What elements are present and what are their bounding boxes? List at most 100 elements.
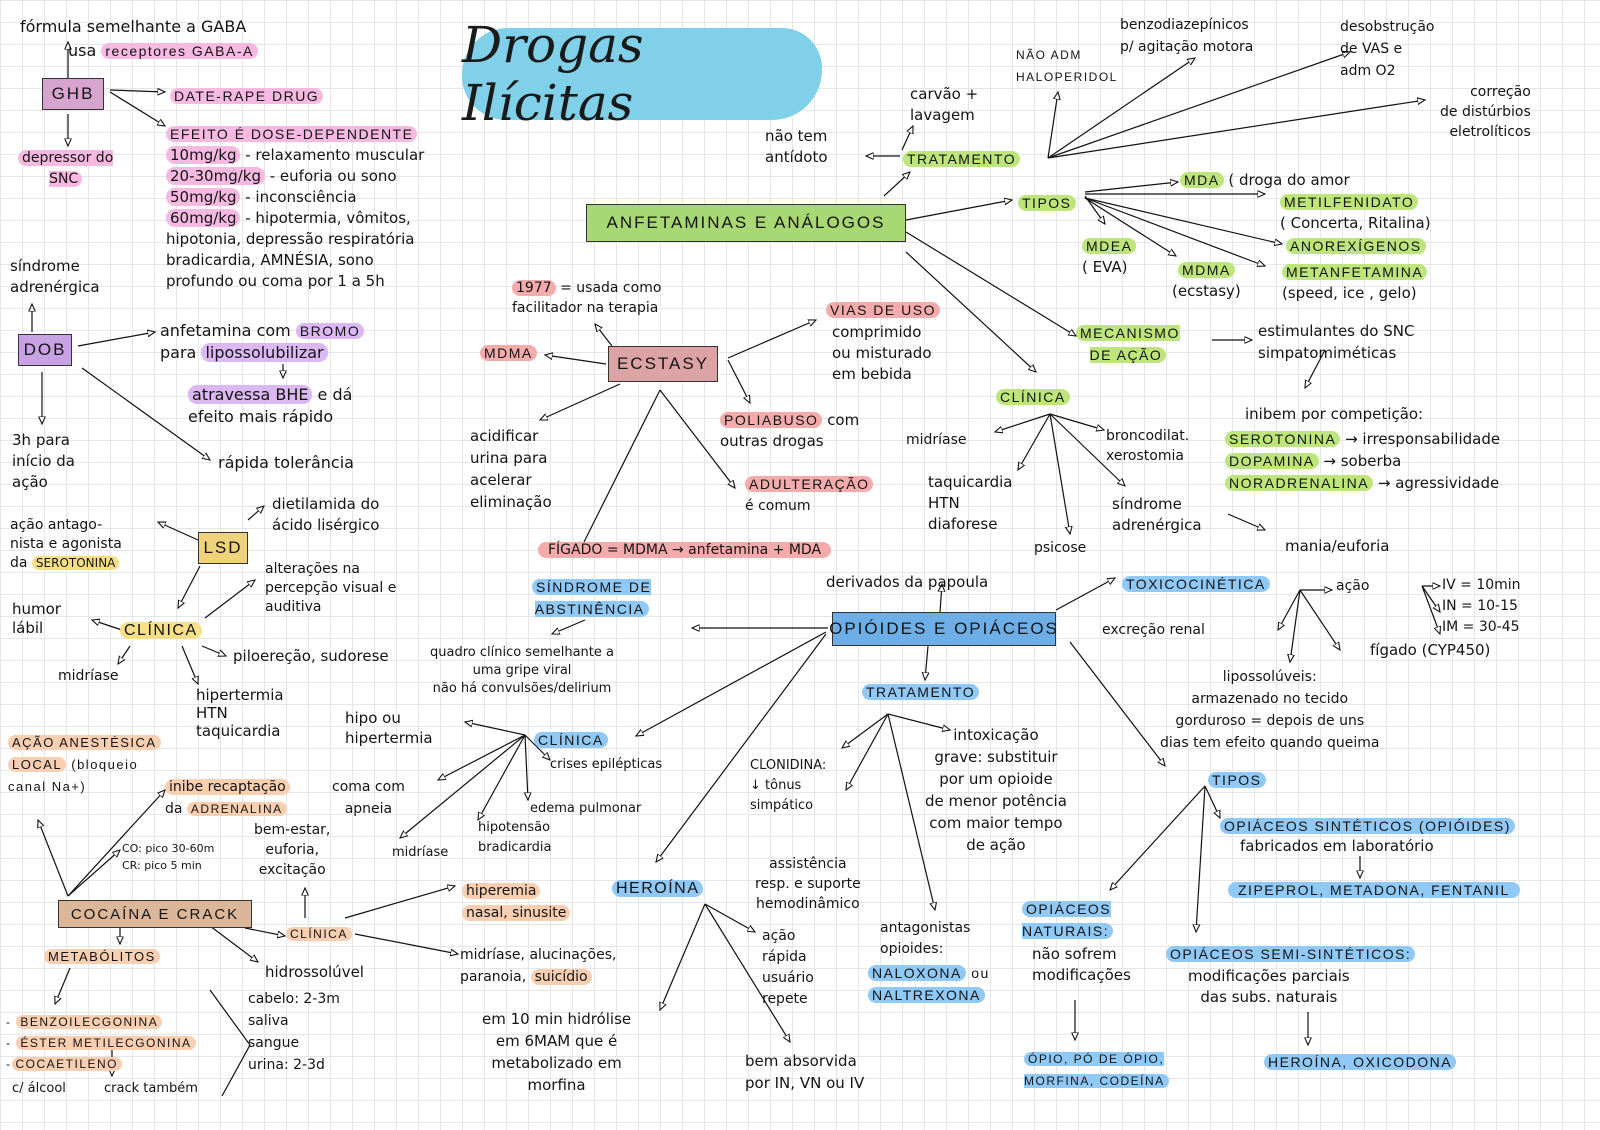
mdea: MDEA xyxy=(1082,238,1137,254)
dose-row: 10mg/kg - relaxamento muscular xyxy=(166,145,424,166)
anf-antidoto: não tem antídoto xyxy=(765,127,828,166)
ghb-date-rape: DATE-RAPE DRUG xyxy=(170,86,324,107)
op-tipos: TIPOS xyxy=(1208,770,1266,791)
op-semi: OPIÁCEOS SEMI-SINTÉTICOS: xyxy=(1166,944,1416,965)
anf-haloperidol: NÃO ADM HALOPERIDOL xyxy=(1016,48,1118,84)
da: da xyxy=(165,801,187,817)
metabolito-item: - ÉSTER METILECGONINA xyxy=(6,1033,196,1054)
op-sinteticos: OPIÁCEOS SINTÉTICOS (OPIÓIDES) xyxy=(1220,816,1515,837)
naltrexona: NALTREXONA xyxy=(868,987,985,1003)
ecstasy-box: ECSTASY xyxy=(608,346,718,382)
mdma: MDMA xyxy=(480,345,537,361)
abstinencia: SÍNDROME DE ABSTINÊNCIA xyxy=(532,579,652,617)
naturais-ex: ÓPIO, PÓ DE ÓPIO, MORFINA, CODEÍNA xyxy=(1024,1052,1169,1088)
anf-metilfenidato: METILFENIDATO( Concerta, Ritalina) xyxy=(1280,192,1431,234)
suicidio: suicídio xyxy=(530,969,592,985)
op-hipotensao: hipotensão bradicardia xyxy=(478,820,552,855)
inibe: inibe recaptação xyxy=(165,779,290,795)
serotonina: SEROTONINA xyxy=(31,556,120,570)
op-derivados: derivados da papoula xyxy=(826,573,989,591)
ou: ou xyxy=(965,965,990,981)
neuro-row: DOPAMINA → soberba xyxy=(1225,450,1500,472)
ghb-depressor: depressor do SNC xyxy=(18,148,114,190)
op-sinteticos-ex: ZIPEPROL, METADONA, FENTANIL xyxy=(1228,880,1520,901)
op-toxico: TOXICOCINÉTICA xyxy=(1122,574,1270,595)
tratamento: TRATAMENTO xyxy=(903,151,1021,167)
heroina: HEROÍNA xyxy=(612,880,704,897)
metabolito-item: - BENZOILECGONINA xyxy=(6,1012,196,1033)
metabolito: BENZOILECGONINA xyxy=(16,1015,163,1029)
ghb-receptors: usa receptores GABA-A xyxy=(68,40,258,62)
coc-bem-estar: bem-estar, euforia, excitação xyxy=(254,822,331,878)
lsd-acao: ação antago- nista e agonista da SEROTON… xyxy=(10,516,122,573)
lsd-humor: humor lábil xyxy=(12,600,61,637)
dose-title: EFEITO É DOSE-DEPENDENTE xyxy=(166,126,418,142)
text: = usada como facilitador na terapia xyxy=(512,280,662,316)
op-heroina: HEROÍNA xyxy=(612,878,704,899)
op-absorvida: bem absorvida por IN, VN ou IV xyxy=(745,1052,865,1092)
text: (ecstasy) xyxy=(1172,282,1241,300)
anestesica: AÇÃO ANESTÉSICA xyxy=(8,735,161,750)
ghb-usa: usa xyxy=(68,41,97,60)
dose-effect: - relaxamento muscular xyxy=(240,146,425,164)
anf-benzo: benzodiazepínicos p/ agitação motora xyxy=(1120,17,1254,55)
adrenalina: ADRENALINA xyxy=(186,802,287,816)
cocaina-box: COCAÍNA E CRACK xyxy=(58,900,252,928)
midriase: midríase, alucinações, paranoia, xyxy=(460,947,617,985)
lsd-clinica: CLÍNICA xyxy=(120,620,202,641)
dose-effect: - euforia ou sono xyxy=(264,167,397,185)
via-im: IM = 30-45 xyxy=(1442,619,1520,635)
sinteticos-ex: ZIPEPROL, METADONA, FENTANIL xyxy=(1228,882,1520,898)
anf-tipos: TIPOS xyxy=(1018,193,1076,214)
lsd-alteracoes: alterações na percepção visual e auditiv… xyxy=(265,561,397,615)
toxico: TOXICOCINÉTICA xyxy=(1122,576,1270,592)
dose-continuation: hipotonia, depressão respiratória bradic… xyxy=(166,230,415,290)
anf-bronco: broncodilat. xerostomia xyxy=(1106,428,1190,464)
ghb-receptores: receptores GABA-A xyxy=(101,43,258,59)
anf-clinica: CLÍNICA xyxy=(996,387,1070,408)
op-abstinencia: SÍNDROME DE ABSTINÊNCIA xyxy=(532,576,652,620)
vias: VIAS DE USO xyxy=(826,302,940,318)
neuro-name: DOPAMINA xyxy=(1225,453,1319,469)
anf-correcao: correção de distúrbios eletrolíticos xyxy=(1440,84,1531,140)
anf-mdea: MDEA( EVA) xyxy=(1082,236,1137,278)
anf-desobstrucao: desobstrução de VAS e adm O2 xyxy=(1340,19,1435,79)
poliabuso: POLIABUSO xyxy=(720,412,823,428)
dose-effect: - hipotermia, vômitos, xyxy=(240,209,411,227)
semi: OPIÁCEOS SEMI-SINTÉTICOS: xyxy=(1166,946,1416,962)
anf-estimulantes: estimulantes do SNC simpatomiméticas xyxy=(1258,322,1415,362)
dose-value: 60mg/kg xyxy=(166,209,241,227)
dose-row: 20-30mg/kg - euforia ou sono xyxy=(166,166,424,187)
op-hipo: hipo ou hipertermia xyxy=(345,709,433,747)
opioides-box: OPIÓIDES E OPIÁCEOS xyxy=(829,612,1057,646)
date-rape-label: DATE-RAPE DRUG xyxy=(170,88,324,104)
anf-midriase: midríase xyxy=(906,432,967,448)
dob-sindrome: síndrome adrenérgica xyxy=(10,257,100,296)
bloqueio: (bloqueio canal Na+) xyxy=(8,757,139,794)
depressor-label: depressor do SNC xyxy=(18,150,114,187)
op-semi-text: modificações parciais das subs. naturais xyxy=(1188,967,1350,1006)
op-edema: edema pulmonar xyxy=(530,801,642,816)
coc-midriase: midríase, alucinações, paranoia, suicídi… xyxy=(460,944,616,988)
op-naturais: OPIÁCEOS NATURAIS: xyxy=(1022,898,1114,942)
adulteracao: ADULTERAÇÃO xyxy=(745,476,874,492)
anf-tratamento: TRATAMENTO xyxy=(903,149,1021,170)
coc-inibe: inibe recaptação da ADRENALINA xyxy=(165,776,290,820)
coc-lista: - BENZOILECGONINA- ÉSTER METILECGONINA-C… xyxy=(6,1012,196,1075)
dose-value: 50mg/kg xyxy=(166,188,241,206)
via-in: IN = 10-15 xyxy=(1442,598,1518,614)
lipo: lipossolubilizar xyxy=(201,343,328,362)
op-naturais-text: não sofrem modificações xyxy=(1032,945,1131,984)
anf-taquicardia: taquicardia HTN diaforese xyxy=(928,473,1013,533)
op-coma: coma com apneia xyxy=(332,779,405,817)
op-sinteticos-text: fabricados em laboratório xyxy=(1240,837,1434,855)
op-abstinencia-text: quadro clínico semelhante a uma gripe vi… xyxy=(430,645,614,696)
anf-mdma: MDMA(ecstasy) xyxy=(1172,260,1241,302)
clinica: CLÍNICA xyxy=(120,622,202,639)
